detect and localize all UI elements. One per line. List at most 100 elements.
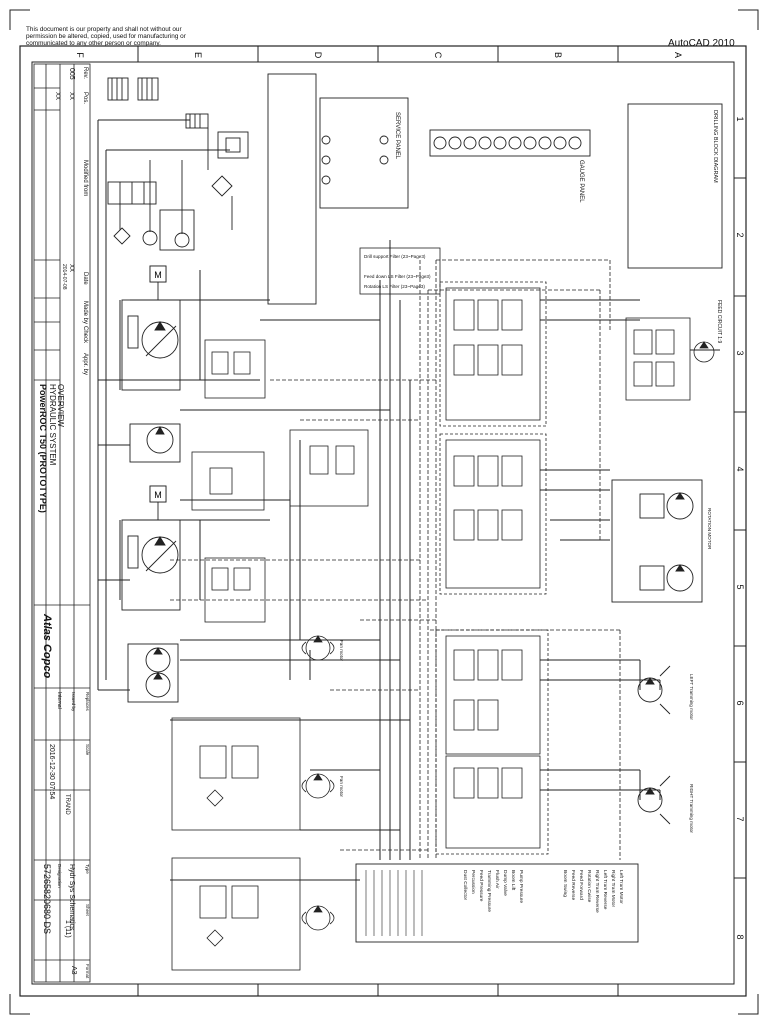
pump-group-1 bbox=[121, 299, 181, 463]
electric-motors bbox=[149, 265, 167, 503]
label-scale: Scale bbox=[85, 744, 90, 756]
legend-item: Rotation Cwise bbox=[586, 870, 592, 903]
label-issued: Issued by bbox=[71, 692, 76, 712]
legend-item: Feed Reverse bbox=[570, 870, 576, 900]
right-tramming-label: RIGHT Tramming motor bbox=[689, 784, 694, 833]
legend-box bbox=[355, 863, 639, 943]
label-replaces: Replaces bbox=[85, 692, 90, 712]
col-label-3: 3 bbox=[735, 350, 745, 355]
product-title: PowerROC T50 (PROTOTYPE) bbox=[38, 384, 48, 513]
motor-label-1: M bbox=[154, 270, 162, 280]
row-label-b: B bbox=[553, 52, 563, 58]
legend-item: Feed Pressure bbox=[478, 870, 484, 902]
legend-item: Right Tram Reverse bbox=[594, 870, 600, 913]
gauge-panel-title: GAUGE PANEL bbox=[578, 160, 584, 203]
legend-item: Left Tram Motor bbox=[618, 870, 624, 904]
legend-item: Pump Pressure bbox=[518, 870, 524, 903]
rotation-filter-label: Rotation LS Filter (23~Page3) bbox=[364, 284, 425, 289]
valve-banks bbox=[445, 287, 541, 849]
drill-support-filter-label: Drill support Filter (23~Page3) bbox=[364, 254, 426, 259]
valve-bank-enclosures bbox=[435, 281, 549, 855]
rotation-motor-label: ROTATION MOTOR bbox=[707, 508, 712, 550]
date-issued: 2016-12-30 07:54 bbox=[48, 744, 55, 799]
row-label-a: A bbox=[673, 52, 683, 58]
feed-circuit-block bbox=[625, 317, 715, 401]
actuator-lines bbox=[540, 299, 720, 800]
rev-header-appr: Appr. by bbox=[82, 353, 88, 375]
fan-circuits bbox=[171, 635, 335, 971]
pump-control-valves bbox=[191, 339, 369, 623]
pump-group-2 bbox=[121, 519, 181, 703]
fan-motor-label-2: Fan motor bbox=[339, 776, 344, 797]
rev-header-modified: Modified from bbox=[82, 160, 88, 196]
tank-area bbox=[98, 77, 249, 520]
legend-item: Percussion bbox=[470, 870, 476, 894]
pos-value-2: XX bbox=[54, 92, 60, 100]
rev-header-pos: Pos. bbox=[82, 92, 88, 104]
top-panels bbox=[267, 73, 723, 305]
col-label-2: 2 bbox=[735, 232, 745, 237]
rev-value: 005 bbox=[68, 68, 75, 80]
row-zone-ticks bbox=[137, 46, 746, 996]
legend-item: Dump Valve bbox=[502, 870, 508, 896]
legend-connectors bbox=[365, 870, 423, 936]
col-label-7: 7 bbox=[735, 816, 745, 821]
status: Internal bbox=[56, 692, 62, 709]
sheet-number: 1 (11) bbox=[64, 920, 71, 938]
feed-circuit-title: FEED CIRCUIT 1:9 bbox=[716, 300, 722, 343]
legend-item: Boom Swing bbox=[562, 870, 568, 897]
legend-item: Tramming Pressure bbox=[486, 870, 492, 912]
pos-value: XX bbox=[68, 92, 74, 100]
main-lines bbox=[97, 120, 411, 881]
label-sheet: Sheet bbox=[85, 904, 90, 917]
software-label: AutoCAD 2010 bbox=[668, 38, 735, 49]
legend-item: Right Tram Motor bbox=[610, 870, 616, 907]
motor-label-2: M bbox=[154, 490, 162, 500]
outer-frame bbox=[19, 45, 747, 997]
rotation-motors bbox=[611, 479, 703, 603]
col-label-5: 5 bbox=[735, 584, 745, 589]
system-title: HYDRAULIC SYSTEM bbox=[48, 384, 57, 466]
legend-item: Flush Air bbox=[494, 870, 500, 889]
inner-frame bbox=[31, 61, 735, 985]
confidentiality-notice: This document is our property and shall … bbox=[26, 26, 186, 48]
legend-item: Dust Collector bbox=[462, 870, 468, 901]
row-label-c: C bbox=[433, 52, 443, 59]
rev-header-check: Check bbox=[82, 326, 88, 344]
row-label-d: D bbox=[313, 52, 323, 59]
tramming-motors bbox=[637, 665, 671, 825]
row-label-f: F bbox=[75, 52, 85, 58]
rev-header-rev: Rev. bbox=[82, 67, 88, 79]
legend-item: Boom Lift bbox=[510, 870, 516, 891]
legend-item: Left Tram Reverse bbox=[602, 870, 608, 910]
row-label-e: E bbox=[193, 52, 203, 58]
col-label-1: 1 bbox=[735, 116, 745, 121]
drawing-number: 57265820680 DS bbox=[42, 864, 52, 934]
title-block bbox=[33, 63, 91, 983]
designer: TRAND bbox=[64, 794, 70, 815]
feed-filter-label: Feed down LS Filter (23~Page3) bbox=[364, 274, 431, 279]
col-label-8: 8 bbox=[735, 934, 745, 939]
filter-labels-box bbox=[359, 247, 441, 295]
col-label-6: 6 bbox=[735, 700, 745, 705]
col-label-4: 4 bbox=[735, 466, 745, 471]
crop-marks bbox=[9, 9, 759, 1015]
legend-entries: Left Tram Motor Right Tram Motor Left Tr… bbox=[462, 870, 624, 913]
label-designation: Designation bbox=[57, 864, 62, 888]
rev-header-made-by: Made by bbox=[82, 301, 88, 324]
sheet-title: OVERVIEW bbox=[56, 384, 65, 427]
rev-header-date: Date bbox=[82, 272, 88, 285]
legend-item: Feed Forward bbox=[578, 870, 584, 900]
pilot-lines bbox=[170, 259, 621, 860]
label-format: Format bbox=[85, 964, 90, 979]
format-value: A3 bbox=[70, 966, 77, 975]
label-type: Type bbox=[85, 864, 90, 874]
date-prefix: XX bbox=[68, 264, 74, 272]
left-tramming-label: LEFT Tramming motor bbox=[689, 674, 694, 720]
date-value: 2014-07-08 bbox=[61, 264, 67, 290]
drilling-block-title: DRILLING BLOCK DIAGRAM bbox=[712, 110, 718, 183]
fan-motor-label-1: Fan motor bbox=[339, 640, 344, 661]
service-panel-title: SERVICE PANEL bbox=[394, 112, 400, 160]
brand-logo: Atlas Copco bbox=[41, 613, 53, 678]
